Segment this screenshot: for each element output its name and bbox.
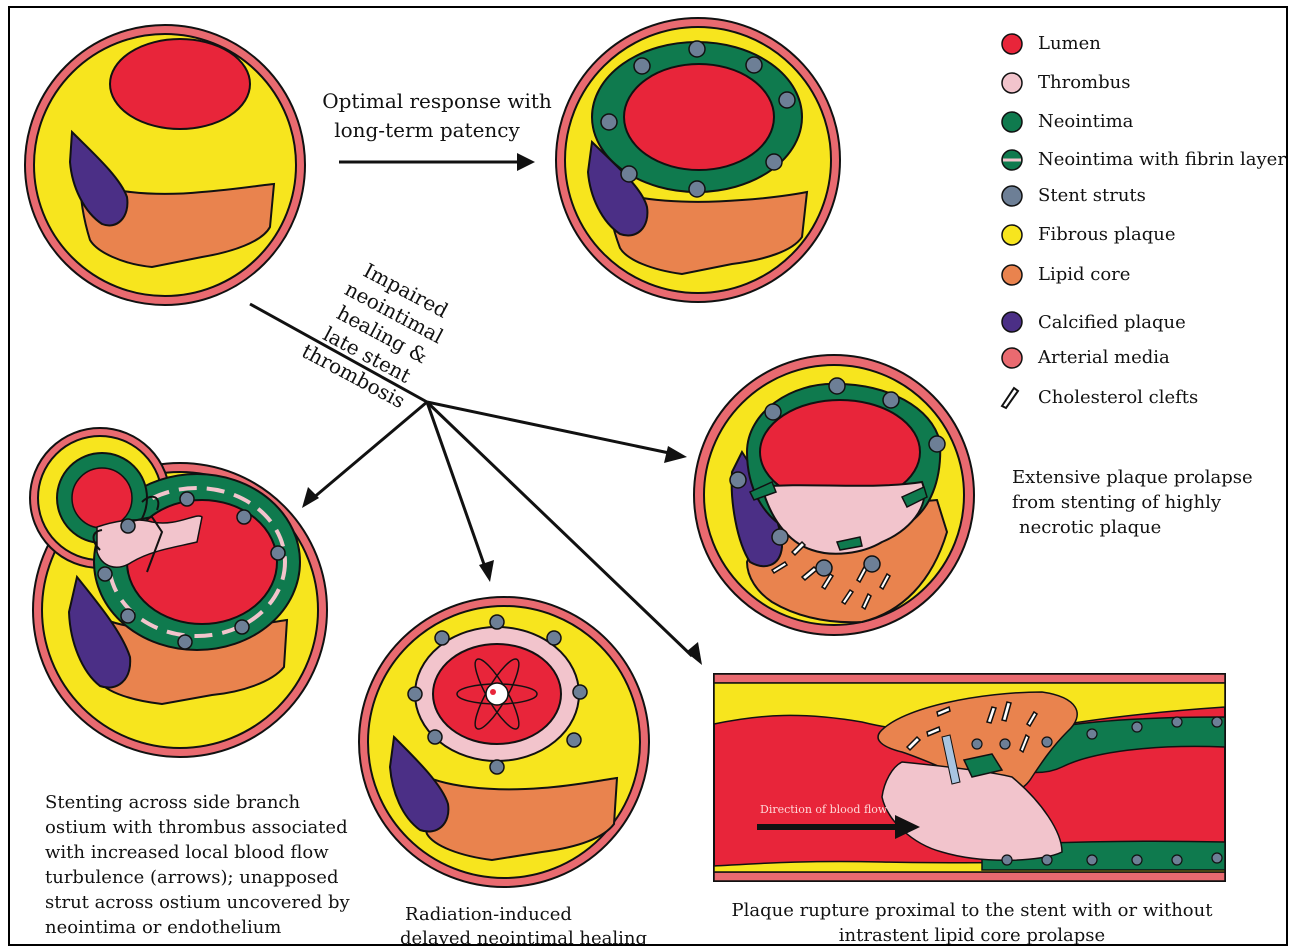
label-optimal-line2: long-term patency	[334, 118, 520, 142]
legend-label: Neointima	[1038, 111, 1134, 132]
label-rupture-2: intrastent lipid core prolapse	[839, 925, 1105, 944]
vessel-radiation	[359, 597, 649, 887]
legend-item-stent-struts: Stent struts	[1002, 185, 1146, 206]
diagram-canvas: Lumen Thrombus Neointima Neointima with …	[10, 8, 1286, 944]
vessel-baseline	[25, 25, 305, 305]
legend: Lumen Thrombus Neointima Neointima with …	[1002, 33, 1286, 408]
svg-text:ostium with thrombus associate: ostium with thrombus associated	[45, 817, 348, 838]
svg-text:neointima or endothelium: neointima or endothelium	[45, 917, 281, 938]
label-optimal-line1: Optimal response with	[322, 89, 552, 113]
legend-item-thrombus: Thrombus	[1002, 72, 1130, 93]
legend-label: Calcified plaque	[1038, 312, 1186, 333]
legend-label: Fibrous plaque	[1038, 224, 1176, 245]
legend-item-neointima-fibrin: Neointima with fibrin layers	[1002, 149, 1286, 170]
label-rupture-1: Plaque rupture proximal to the stent wit…	[732, 900, 1214, 921]
label-prolapse-1: Extensive plaque prolapse	[1012, 467, 1253, 488]
arrow-optimal	[339, 153, 535, 171]
svg-text:with increased local blood flo: with increased local blood flow	[45, 842, 329, 863]
svg-text:strut across ostium uncovered: strut across ostium uncovered by	[45, 892, 350, 913]
legend-label: Neointima with fibrin layers	[1038, 149, 1286, 170]
legend-item-neointima: Neointima	[1002, 111, 1134, 132]
label-radiation-2: delayed neointimal healing	[400, 928, 647, 944]
label-flow: Direction of blood flow	[760, 803, 888, 816]
svg-text:Stenting across side branch: Stenting across side branch	[45, 792, 301, 813]
legend-item-arterial-media: Arterial media	[1002, 347, 1170, 368]
label-prolapse-2: from stenting of highly	[1012, 492, 1222, 513]
label-side-branch: Stenting across side branch ostium with …	[45, 792, 350, 938]
legend-label: Lipid core	[1038, 264, 1130, 285]
vessel-longitudinal: Direction of blood flow	[714, 674, 1225, 881]
legend-item-fibrous-plaque: Fibrous plaque	[1002, 224, 1176, 245]
legend-item-lipid-core: Lipid core	[1002, 264, 1130, 285]
figure-frame: Lumen Thrombus Neointima Neointima with …	[8, 6, 1288, 946]
legend-label: Thrombus	[1038, 72, 1130, 93]
legend-item-cholesterol-clefts: Cholesterol clefts	[1002, 387, 1198, 408]
svg-text:turbulence (arrows); unapposed: turbulence (arrows); unapposed	[45, 867, 338, 888]
legend-item-lumen: Lumen	[1002, 33, 1101, 54]
vessel-prolapse	[694, 355, 974, 635]
label-radiation-1: Radiation-induced	[405, 904, 572, 925]
legend-label: Cholesterol clefts	[1038, 387, 1198, 408]
legend-label: Stent struts	[1038, 185, 1146, 206]
label-prolapse-3: necrotic plaque	[1019, 517, 1161, 538]
legend-label: Arterial media	[1037, 347, 1170, 368]
vessel-optimal	[556, 18, 840, 302]
legend-label: Lumen	[1038, 33, 1101, 54]
label-impaired: Impaired neointimal healing & late stent…	[298, 250, 459, 414]
vessel-side-branch	[30, 428, 327, 757]
legend-item-calcified-plaque: Calcified plaque	[1002, 312, 1186, 333]
